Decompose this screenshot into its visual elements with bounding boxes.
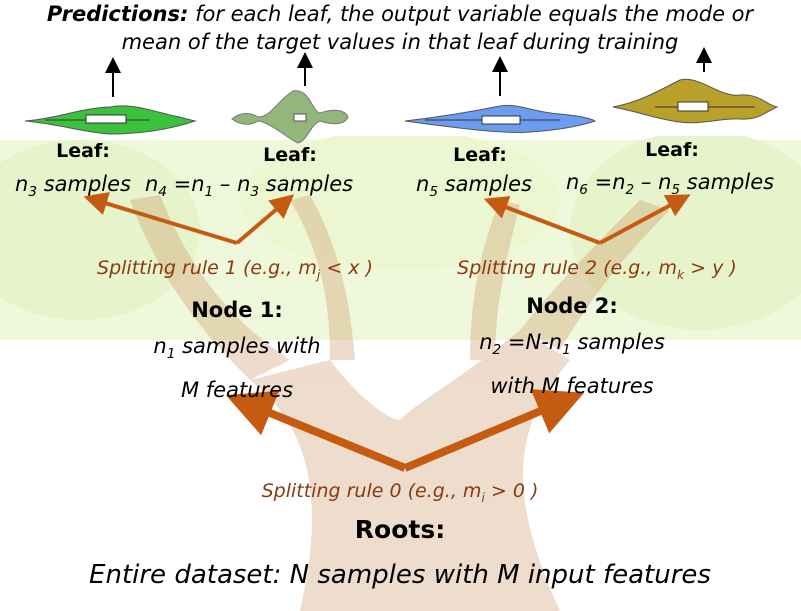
arrow-node1-leaf4 xyxy=(235,194,295,245)
node-1-samples: n1 samples with xyxy=(153,334,321,363)
arrow-node2-leaf5 xyxy=(483,196,601,245)
violin-plot-leaf-4 xyxy=(231,52,349,144)
splitting-rule-0: Splitting rule 0 (e.g., mi > 0 ) xyxy=(261,480,539,505)
split-arrows xyxy=(83,191,691,472)
leaf-5-samples: n5 samples xyxy=(416,172,532,201)
leaf-4-samples: n4 =n1 – n3 samples xyxy=(144,172,354,201)
node-2-samples: n2 =N-n1 samples xyxy=(479,330,665,359)
splitting-rule-1: Splitting rule 1 (e.g., mj < x ) xyxy=(97,257,373,282)
caption-line2: mean of the target values in that leaf d… xyxy=(121,30,679,54)
leaf-3-samples: n3 samples xyxy=(15,172,131,201)
leaf-5-label: Leaf: xyxy=(453,144,507,166)
predictions-label: Predictions: xyxy=(46,2,189,26)
splitting-rule-2: Splitting rule 2 (e.g., mk > y ) xyxy=(457,257,737,282)
arrow-node1-leaf3 xyxy=(83,191,238,245)
node-1-title: Node 1: xyxy=(191,298,283,322)
arrow-root-node1 xyxy=(225,390,407,472)
arrow-root-node2 xyxy=(403,389,585,472)
tree-trunk xyxy=(130,195,670,611)
node-1-features: M features xyxy=(180,378,294,403)
roots-title: Roots: xyxy=(354,515,446,544)
violin-plot-leaf-3 xyxy=(24,57,197,135)
node-2: Node 2: n2 =N-n1 samples with M features xyxy=(479,288,665,404)
leaf-6-samples: n6 =n2 – n5 samples xyxy=(565,170,775,199)
node-1: Node 1: n1 samples with M features xyxy=(153,292,320,408)
tree-canopy xyxy=(0,130,801,340)
leaf-4-label: Leaf: xyxy=(263,144,317,166)
leaf-3-label: Leaf: xyxy=(56,140,110,162)
violin-plot-leaf-6 xyxy=(612,47,779,124)
arrow-node2-leaf6 xyxy=(599,194,691,245)
node-2-title: Node 2: xyxy=(526,294,618,318)
violin-plot-leaf-5 xyxy=(404,56,597,134)
roots-description: Entire dataset: N samples with M input f… xyxy=(89,560,711,590)
node-2-features: with M features xyxy=(490,374,654,399)
predictions-caption: Predictions: for each leaf, the output v… xyxy=(47,0,753,56)
leaf-6-label: Leaf: xyxy=(645,139,699,161)
caption-line1: for each leaf, the output variable equal… xyxy=(188,2,754,26)
